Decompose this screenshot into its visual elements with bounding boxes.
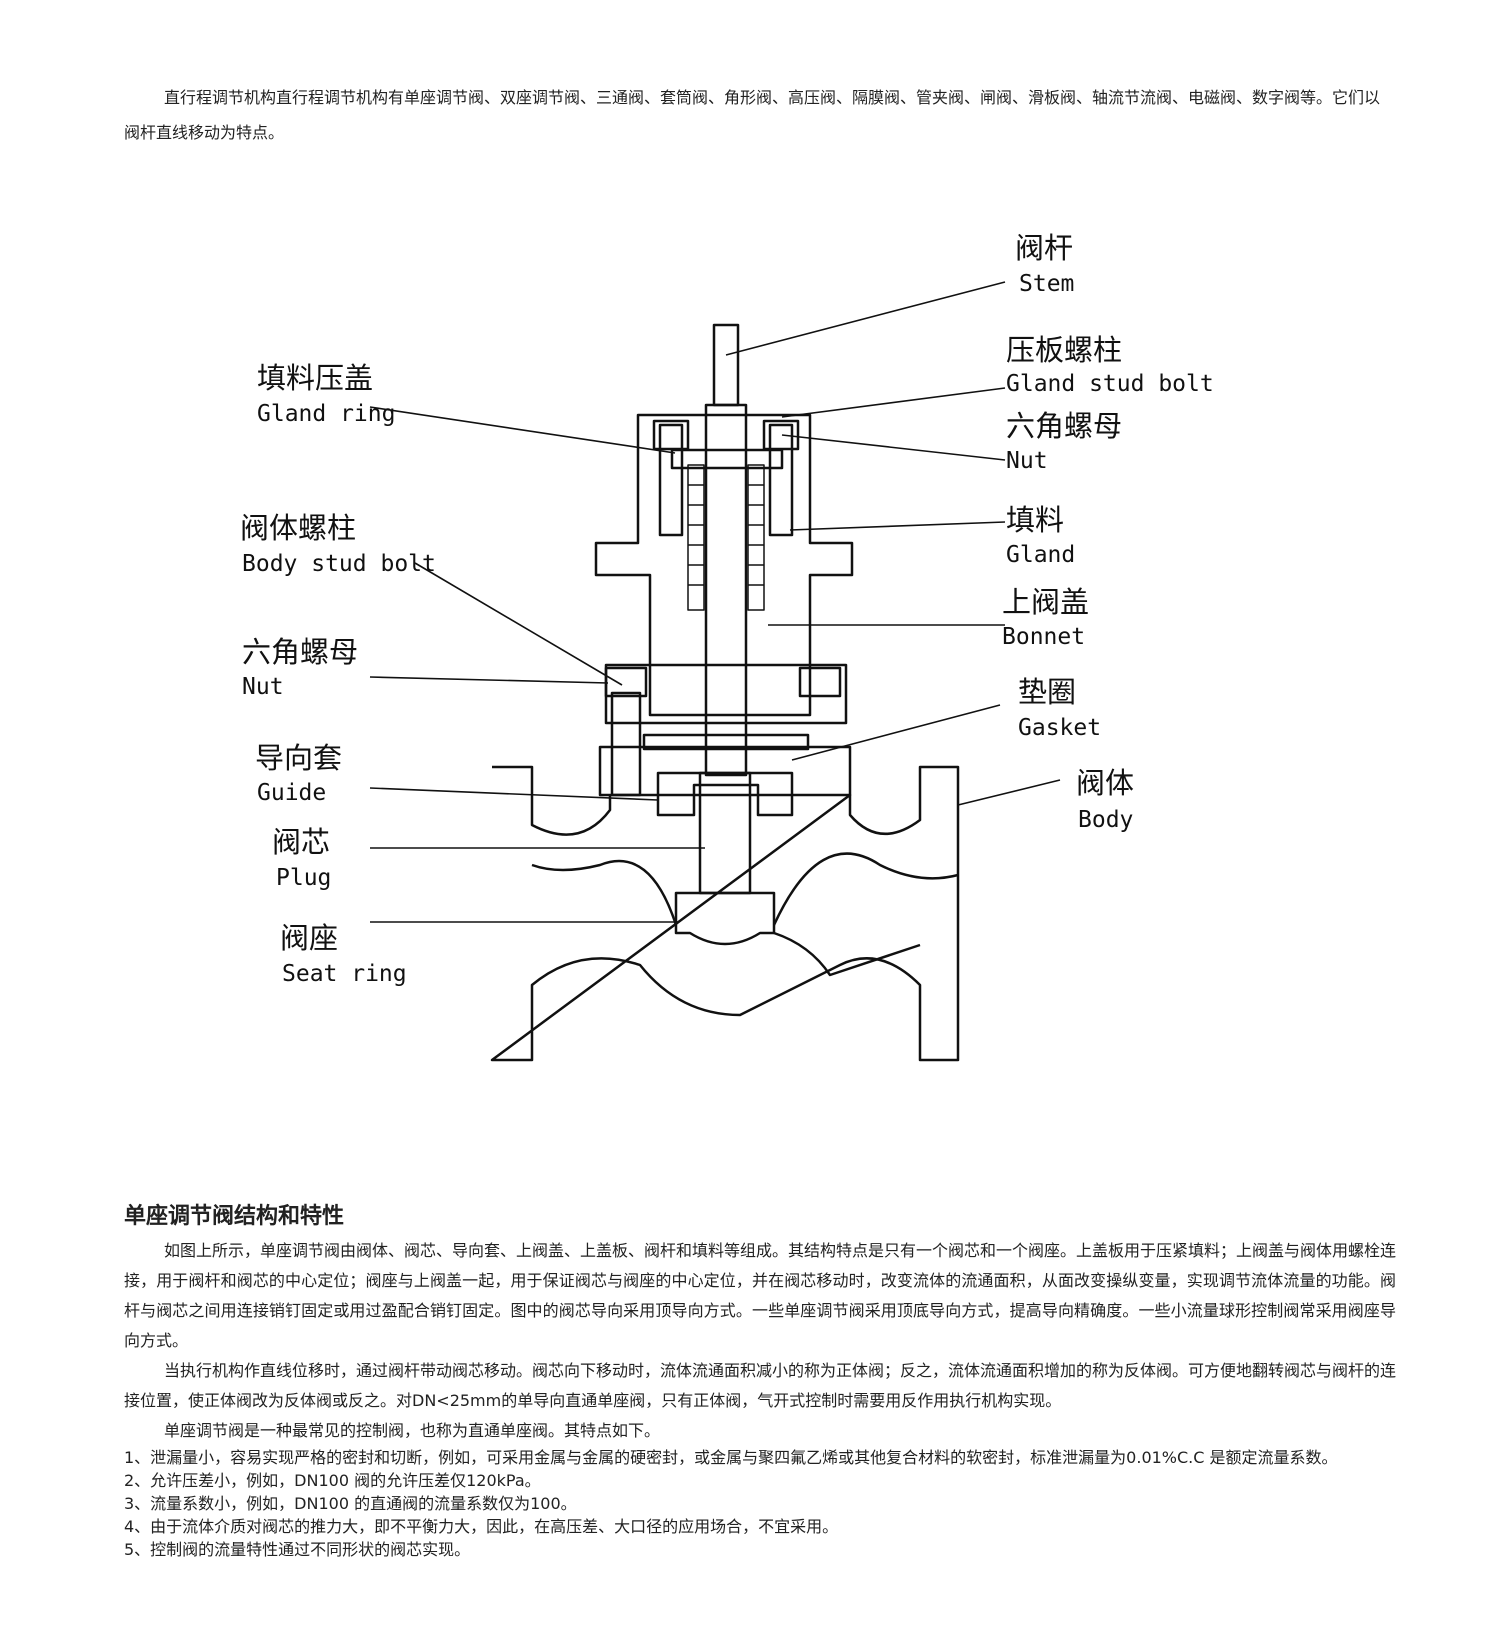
list-item: 2、允许压差小，例如，DN100 阀的允许压差仅120kPa。 [124,1471,541,1490]
label-gland-zh: 填料 [1006,503,1064,537]
label-guide-zh: 导向套 [255,741,342,775]
label-guide-en: Guide [257,780,326,806]
gland-bolt-right [768,423,794,537]
label-nut-top-en: Nut [1006,448,1048,474]
valve-cross-section-svg: 阀杆 Stem 压板螺柱 Gland stud bolt 六角螺母 Nut 填料… [240,231,1214,1062]
feature-list: 1、泄漏量小，容易实现严格的密封和切断，例如，可采用金属与金属的硬密封，或金属与… [124,1446,1396,1561]
label-bonnet-zh: 上阀盖 [1002,585,1089,619]
valve-diagram: 阀杆 Stem 压板螺柱 Gland stud bolt 六角螺母 Nut 填料… [220,225,1220,1115]
body-upper-flange [598,745,852,797]
section-title: 单座调节阀结构和特性 [124,1204,345,1229]
body-flow-right [772,852,959,926]
bonnet-shape [594,413,854,717]
label-nut-top-zh: 六角螺母 [1006,409,1122,443]
label-stem-zh: 阀杆 [1015,231,1073,265]
gland-ring-shape [670,448,784,470]
label-seat-ring-en: Seat ring [282,961,407,987]
label-nut-left-en: Nut [242,674,284,700]
label-nut-left-zh: 六角螺母 [242,635,358,669]
guide-shape [656,771,794,817]
label-gasket-en: Gasket [1018,715,1101,741]
label-body-zh: 阀体 [1076,766,1134,800]
label-plug-en: Plug [276,865,331,891]
paragraph-operation: 当执行机构作直线位移时，通过阀杆带动阀芯移动。阀芯向下移动时，流体流通面积减小的… [124,1361,1397,1410]
gland-nut-left [652,419,690,451]
list-item: 1、泄漏量小，容易实现严格的密封和切断，例如，可采用金属与金属的硬密封，或金属与… [124,1448,1338,1467]
label-gland-en: Gland [1006,542,1075,568]
list-item: 3、流量系数小，例如，DN100 的直通阀的流量系数仅为100。 [124,1494,577,1513]
label-plug-zh: 阀芯 [272,825,330,859]
label-bonnet-en: Bonnet [1002,624,1085,650]
gland-nut-right [762,419,800,451]
label-gasket-zh: 垫圈 [1018,675,1076,709]
label-stem-en: Stem [1019,271,1074,297]
body-nut-left [604,666,648,698]
stem-rod [704,403,748,777]
seat-ring-shape [674,891,776,946]
label-gland-stud-bolt-en: Gland stud bolt [1006,371,1214,397]
stem-shape [712,323,740,407]
paragraph-structure: 如图上所示，单座调节阀由阀体、阀芯、导向套、上阀盖、上盖板、阀杆和填料等组成。其… [124,1241,1397,1350]
body-bolt-left [610,691,642,797]
label-seat-ring-zh: 阀座 [280,921,338,955]
body-shape [490,765,960,1062]
gasket-shape [642,733,810,751]
intro-paragraph: 直行程调节机构直行程调节机构有单座调节阀、双座调节阀、三通阀、套筒阀、角形阀、高… [124,88,1381,142]
packing-shape [687,464,765,611]
label-body-stud-bolt-en: Body stud bolt [242,551,436,577]
gland-bolt-left [658,423,684,537]
label-body-stud-bolt-zh: 阀体螺柱 [240,511,356,545]
section-body: 如图上所示，单座调节阀由阀体、阀芯、导向套、上阀盖、上盖板、阀杆和填料等组成。其… [124,1236,1396,1561]
label-gland-stud-bolt-zh: 压板螺柱 [1006,333,1122,367]
list-item: 4、由于流体介质对阀芯的推力大，即不平衡力大，因此，在高压差、大口径的应用场合，… [124,1517,839,1536]
label-gland-ring-en: Gland ring [257,401,395,427]
label-gland-ring-zh: 填料压盖 [257,361,373,395]
paragraph-features-intro: 单座调节阀是一种最常见的控制阀，也称为直通单座阀。其特点如下。 [164,1421,661,1440]
body-flow-lower [773,931,921,977]
body-flow-left [531,859,678,926]
body-nut-right [798,666,842,698]
list-item: 5、控制阀的流量特性通过不同形状的阀芯实现。 [124,1540,471,1559]
valve-drawing [490,323,960,1062]
leader-lines [369,281,1061,923]
label-body-en: Body [1078,807,1133,833]
